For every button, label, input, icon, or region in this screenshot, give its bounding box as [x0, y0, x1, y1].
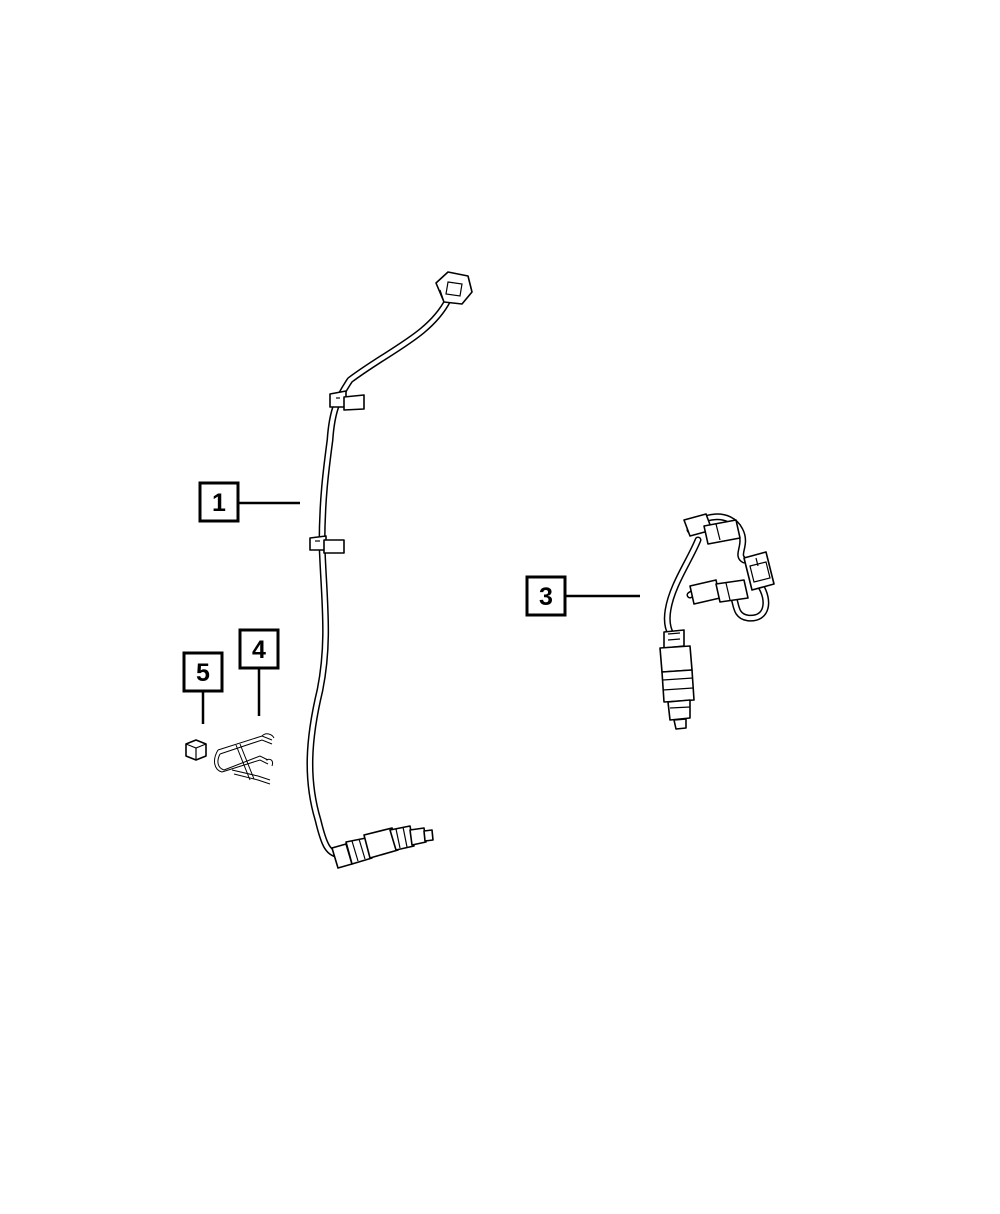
oxygen-sensor-body-icon — [331, 825, 434, 869]
oxygen-sensor-downstream[interactable] — [659, 513, 775, 730]
harness-connector-icon — [435, 271, 473, 305]
harness-clip-icon — [309, 535, 345, 554]
harness-clip-icon — [329, 390, 365, 411]
wire-retainer-bracket[interactable] — [214, 733, 275, 785]
callout-4[interactable]: 4 — [238, 628, 280, 716]
callout-4-label: 4 — [252, 636, 266, 664]
harness-connector-icon — [743, 551, 775, 591]
callout-3-label: 3 — [539, 583, 553, 611]
oxygen-sensor-body-icon — [659, 629, 695, 730]
callout-5[interactable]: 5 — [182, 651, 224, 724]
harness-clip-icon — [689, 579, 749, 605]
callout-3[interactable]: 3 — [525, 575, 640, 617]
oxygen-sensor-upstream[interactable] — [306, 271, 473, 869]
callout-5-label: 5 — [196, 659, 210, 687]
callout-1[interactable]: 1 — [198, 481, 300, 523]
harness-clip-icon — [683, 513, 741, 545]
nut[interactable] — [185, 739, 207, 761]
callout-1-label: 1 — [212, 489, 226, 517]
